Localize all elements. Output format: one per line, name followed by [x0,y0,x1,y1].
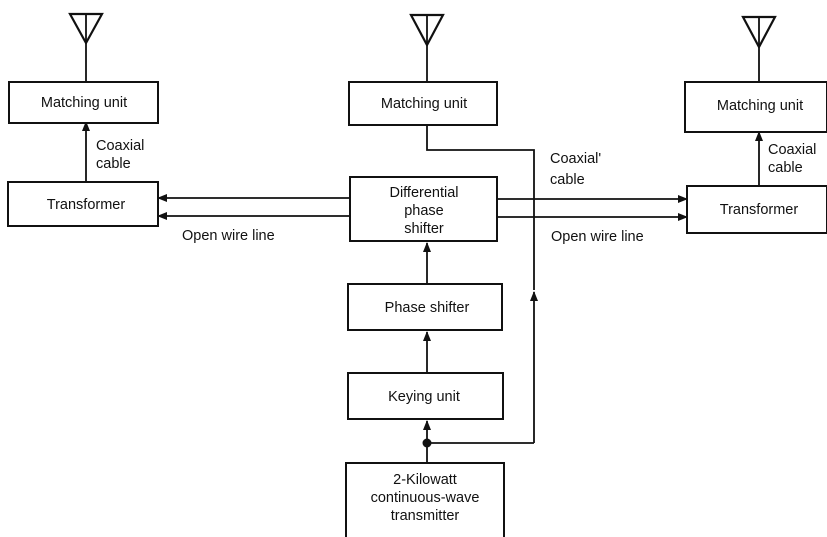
phase-shifter: Phase shifter [347,283,503,331]
left-open-wire-label: Open wire line [182,228,275,244]
left-coax-label: Coaxial cable [96,138,144,172]
keying-unit: Keying unit [347,372,504,420]
right-antenna-icon [741,15,777,82]
center-coax-label: Coaxial' cable [550,151,601,188]
right-transformer-label: Transformer [720,202,799,218]
left-transformer: Transformer [7,181,159,227]
right-open-wire-label: Open wire line [551,229,644,245]
connection-lines [82,121,763,463]
center-coax-label-line1: Coaxial' [550,151,601,167]
keying-unit-label: Keying unit [388,389,460,405]
right-matching-unit: Matching unit [684,81,827,133]
left-matching-unit-label: Matching unit [41,95,127,111]
differential-label-line1: Differential [389,185,458,201]
differential-label-line2: phase [404,203,444,219]
center-coax-label-line2: cable [550,172,585,188]
left-antenna-icon [68,12,104,82]
left-coax-label-line1: Coaxial [96,138,144,154]
transmitter-label-line3: transmitter [391,508,460,524]
center-antenna-icon [409,13,445,82]
differential-label-line3: shifter [404,221,444,237]
center-matching-unit: Matching unit [348,81,498,126]
right-coax-label: Coaxial cable [768,142,816,176]
left-transformer-label: Transformer [47,197,126,213]
center-matching-unit-label: Matching unit [381,96,467,112]
right-coax-label-line2: cable [768,160,803,176]
left-matching-unit: Matching unit [8,81,159,124]
right-coax-label-line1: Coaxial [768,142,816,158]
transmitter-label-line2: continuous-wave [371,490,480,506]
phase-shifter-label: Phase shifter [385,300,470,316]
left-coax-label-line2: cable [96,156,131,172]
right-transformer: Transformer [686,185,827,234]
transmitter: 2-Kilowatt continuous-wave transmitter [345,462,505,537]
right-matching-unit-label: Matching unit [717,98,803,114]
differential-phase-shifter: Differential phase shifter [349,176,498,242]
junction-dot [422,438,432,448]
transmitter-label-line1: 2-Kilowatt [393,472,457,488]
